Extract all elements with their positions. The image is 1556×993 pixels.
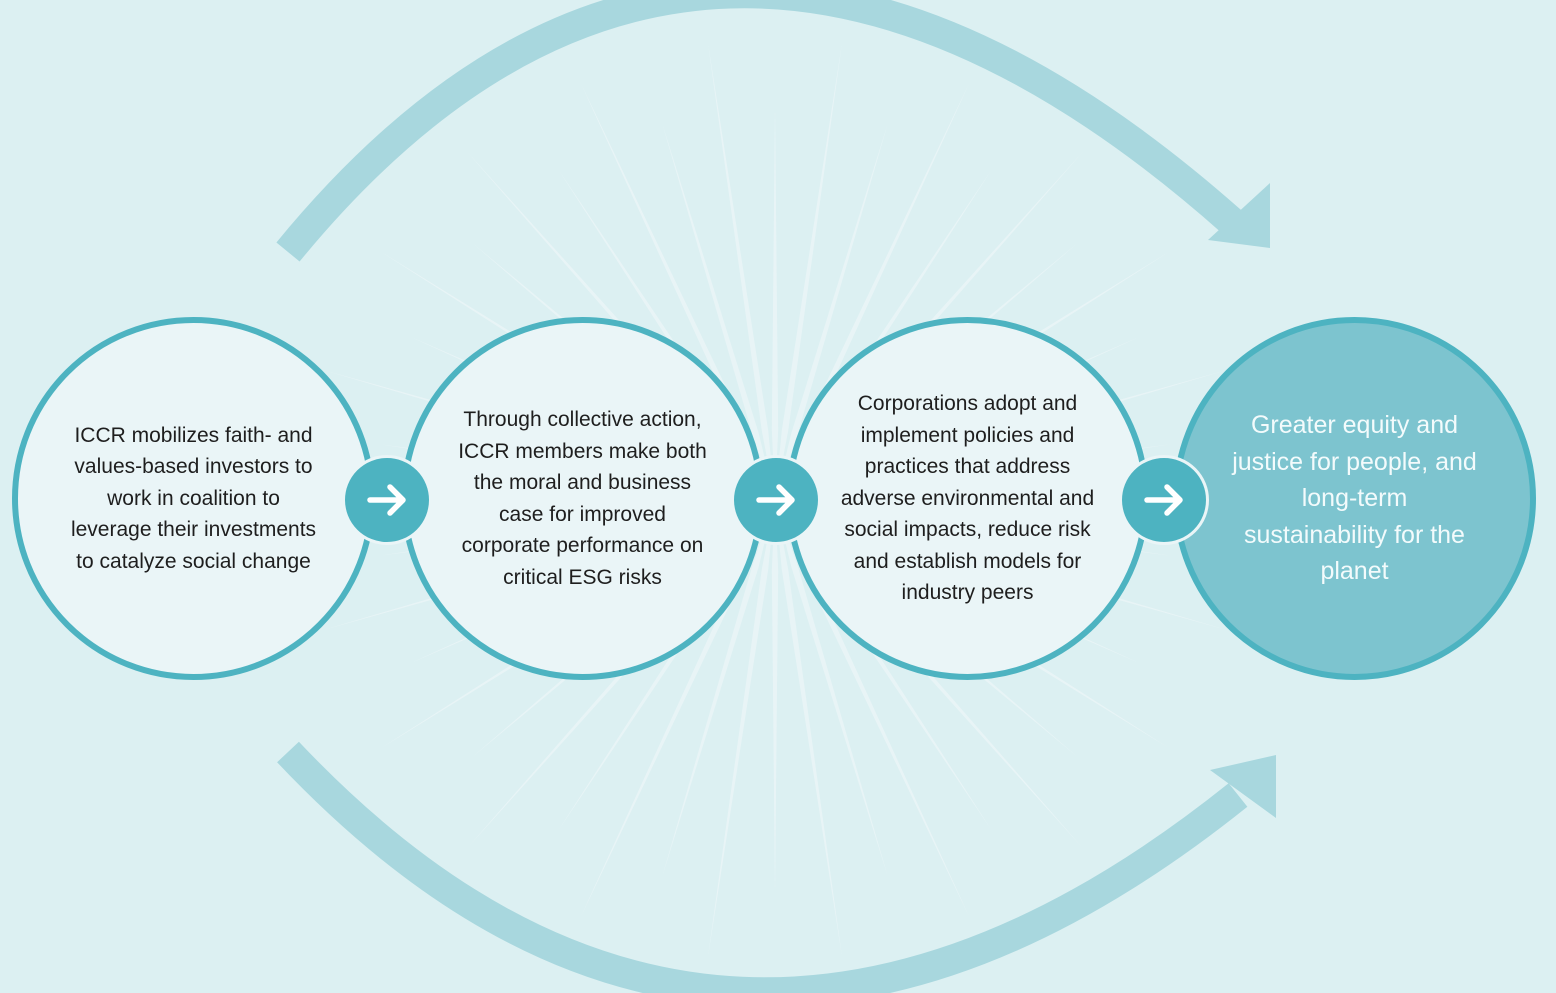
starburst-ray xyxy=(708,500,775,956)
top-curved-arrow-icon xyxy=(276,0,1242,262)
starburst-ray xyxy=(771,108,779,500)
step-circle-2: Through collective action, ICCR members … xyxy=(401,317,764,680)
starburst-ray xyxy=(775,123,888,500)
top-arrowhead-icon xyxy=(1208,183,1270,248)
step-2-text: Through collective action, ICCR members … xyxy=(458,408,707,589)
arrow-right-icon xyxy=(367,484,406,516)
connector-arrow-1 xyxy=(342,455,432,545)
step-circle-3: Corporations adopt and implement policie… xyxy=(786,317,1149,680)
bottom-arrowhead-icon xyxy=(1210,755,1276,818)
starburst-ray xyxy=(775,500,842,956)
connector-arrow-2 xyxy=(731,455,821,545)
outcome-text: Greater equity and justice for people, a… xyxy=(1232,411,1477,586)
step-1-text: ICCR mobilizes faith- and values-based i… xyxy=(70,423,317,573)
starburst-ray xyxy=(775,44,842,500)
starburst-ray xyxy=(775,500,888,877)
connector-arrow-3 xyxy=(1119,455,1209,545)
arrow-right-icon xyxy=(756,484,795,516)
bottom-curved-arrow-icon xyxy=(277,741,1248,993)
step-3-text: Corporations adopt and implement policie… xyxy=(840,392,1095,605)
starburst-ray xyxy=(708,44,775,500)
step-circle-1: ICCR mobilizes faith- and values-based i… xyxy=(12,317,375,680)
starburst-ray xyxy=(771,500,779,892)
arrow-right-icon xyxy=(1144,484,1183,516)
outcome-circle: Greater equity and justice for people, a… xyxy=(1173,317,1536,680)
starburst-ray xyxy=(662,123,775,500)
starburst-ray xyxy=(662,500,775,877)
